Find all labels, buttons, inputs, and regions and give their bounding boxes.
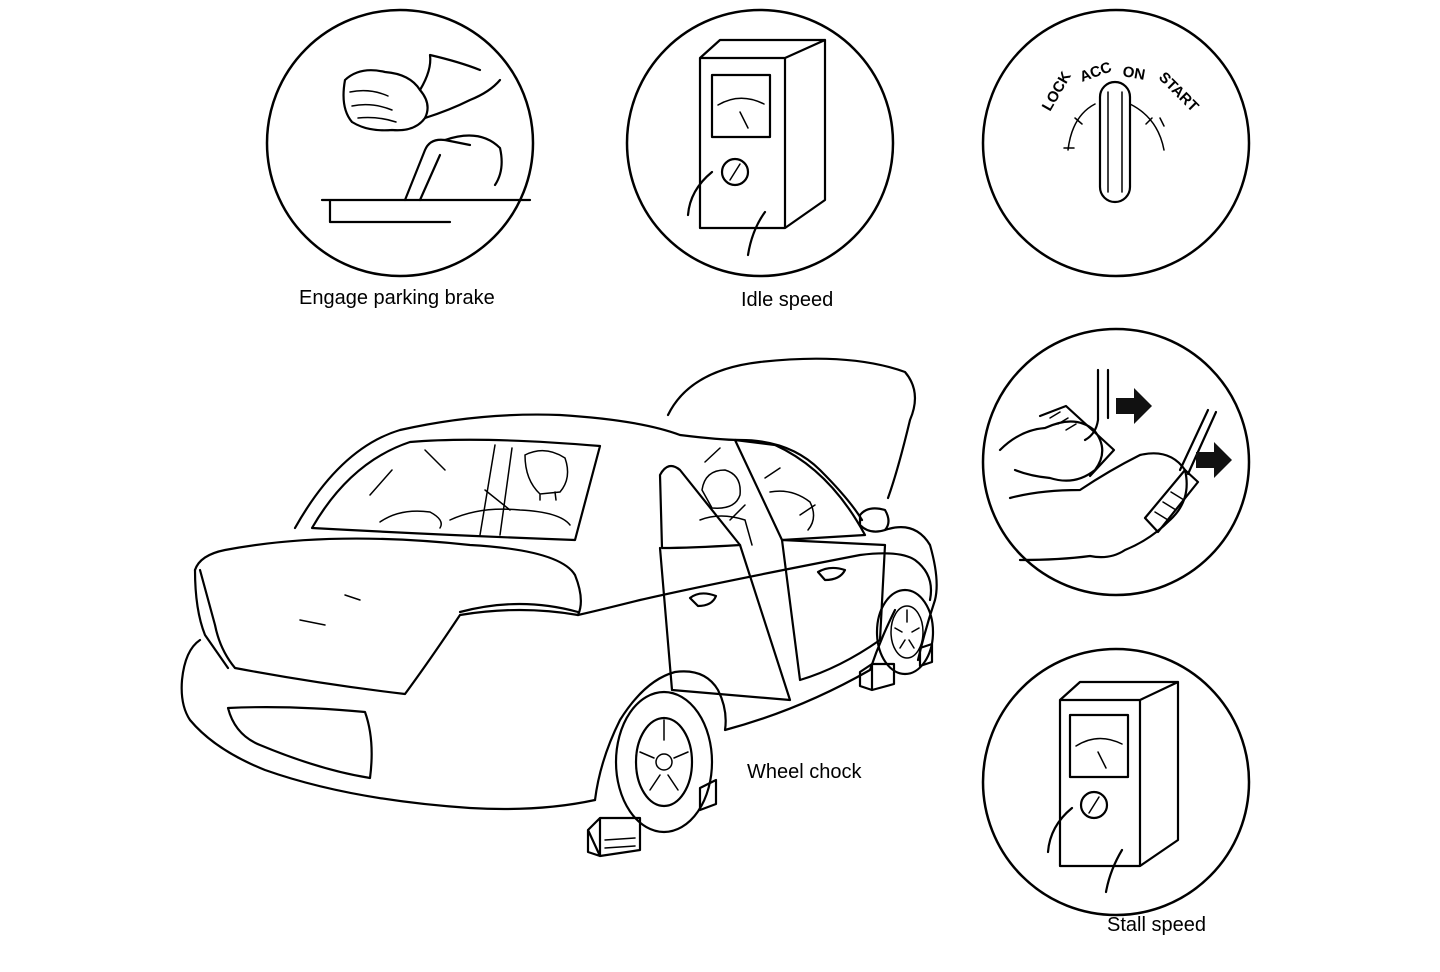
rear-wheel	[614, 690, 714, 834]
ignition-key-slot-inner	[1107, 91, 1123, 193]
ignition-key-slot	[1098, 80, 1132, 204]
wheel-chock-rear-left-grip	[604, 837, 636, 849]
car-drawing	[180, 357, 938, 858]
front-door	[780, 538, 887, 682]
ignition-dial-arc	[1067, 103, 1165, 151]
idle-speed-label: Idle speed	[741, 289, 834, 311]
accelerator-pedal-arm	[1178, 408, 1218, 476]
ignition-on-label: ON	[1121, 63, 1146, 84]
tachometer-knob-mark	[729, 163, 741, 181]
rear-door-handle	[688, 592, 718, 608]
pedals-illustration	[981, 327, 1251, 597]
stall-speed-label: Stall speed	[1107, 914, 1206, 936]
rear-bumper	[180, 638, 597, 811]
left-foot	[998, 420, 1104, 482]
idle-speed-circle	[625, 8, 895, 278]
tachometer-knob	[720, 157, 750, 187]
arm-sleeve	[418, 53, 502, 120]
trunk-crease	[299, 594, 361, 626]
ignition-circle	[981, 8, 1251, 278]
tachometer-box-2	[1058, 680, 1180, 868]
front-door-window	[733, 438, 867, 542]
ignition-ticks	[1063, 117, 1165, 149]
accelerator-pedal-texture	[1154, 491, 1185, 521]
rear-seat-backs	[379, 508, 571, 529]
body-side-line	[576, 552, 933, 617]
front-seat	[699, 469, 753, 546]
tachometer-illustration-bottom	[981, 647, 1251, 917]
tachometer-knob-2	[1079, 790, 1109, 820]
wheel-chock-front-right	[918, 642, 934, 668]
wheel-chock-rear-left	[586, 816, 642, 858]
wheel-chock-front-left	[858, 662, 896, 692]
steering-wheel	[769, 490, 815, 531]
tachometer-illustration-top	[625, 8, 895, 278]
pedals-circle	[981, 327, 1251, 597]
wheel-chock-label: Wheel chock	[747, 761, 862, 783]
front-door-handle	[816, 566, 847, 582]
parking-brake-illustration	[265, 8, 535, 278]
front-wheel-rim	[890, 605, 924, 659]
parking-brake-circle	[265, 8, 535, 278]
brake-pedal-pad	[1038, 404, 1116, 478]
side-mirror	[858, 507, 890, 533]
rear-window	[310, 438, 602, 542]
tachometer-cables-2	[1046, 806, 1124, 894]
trunk-lid	[198, 568, 580, 696]
ignition-switch-illustration: LOCK ACC ON START	[981, 8, 1251, 278]
wheel-chock-rear-right	[698, 778, 718, 812]
open-hood	[666, 357, 917, 500]
front-wheel-spokes	[894, 609, 920, 649]
tail-light-right	[458, 602, 580, 614]
rear-wheel-spokes	[639, 719, 689, 791]
rear-wheel-hub	[655, 753, 673, 771]
tail-light-left	[193, 568, 230, 670]
brake-push-arrow-icon	[1116, 388, 1152, 424]
rear-door	[658, 543, 792, 702]
glass-glare	[369, 449, 511, 511]
trunk-top	[193, 537, 582, 617]
parking-brake-label: Engage parking brake	[299, 287, 495, 309]
rear-window-pillar	[479, 444, 513, 536]
front-fender	[883, 526, 938, 662]
front-glass-glare	[704, 447, 816, 521]
tachometer-screen-2	[1068, 713, 1130, 779]
tachometer-screen	[710, 73, 772, 139]
tachometer-box	[698, 38, 827, 230]
rear-headrest	[524, 449, 569, 501]
accelerator-pedal-pad	[1143, 468, 1200, 534]
front-wheel	[875, 588, 935, 676]
tachometer-knob-mark-2	[1088, 796, 1100, 814]
rear-wheel-rim	[634, 716, 694, 808]
accelerator-push-arrow-icon	[1196, 442, 1232, 478]
console-shape	[320, 198, 532, 224]
tachometer-needle	[717, 97, 765, 129]
stall-speed-circle	[981, 647, 1251, 917]
seat-edge	[443, 134, 503, 187]
tachometer-cables	[686, 170, 767, 257]
license-plate-recess	[226, 706, 373, 780]
right-foot	[1008, 452, 1188, 562]
tachometer-needle-2	[1075, 737, 1123, 769]
hand-fingers	[349, 89, 397, 123]
rear-wheel-arch	[593, 608, 897, 802]
brake-pedal-texture	[1049, 411, 1077, 431]
car-roof	[293, 413, 864, 530]
